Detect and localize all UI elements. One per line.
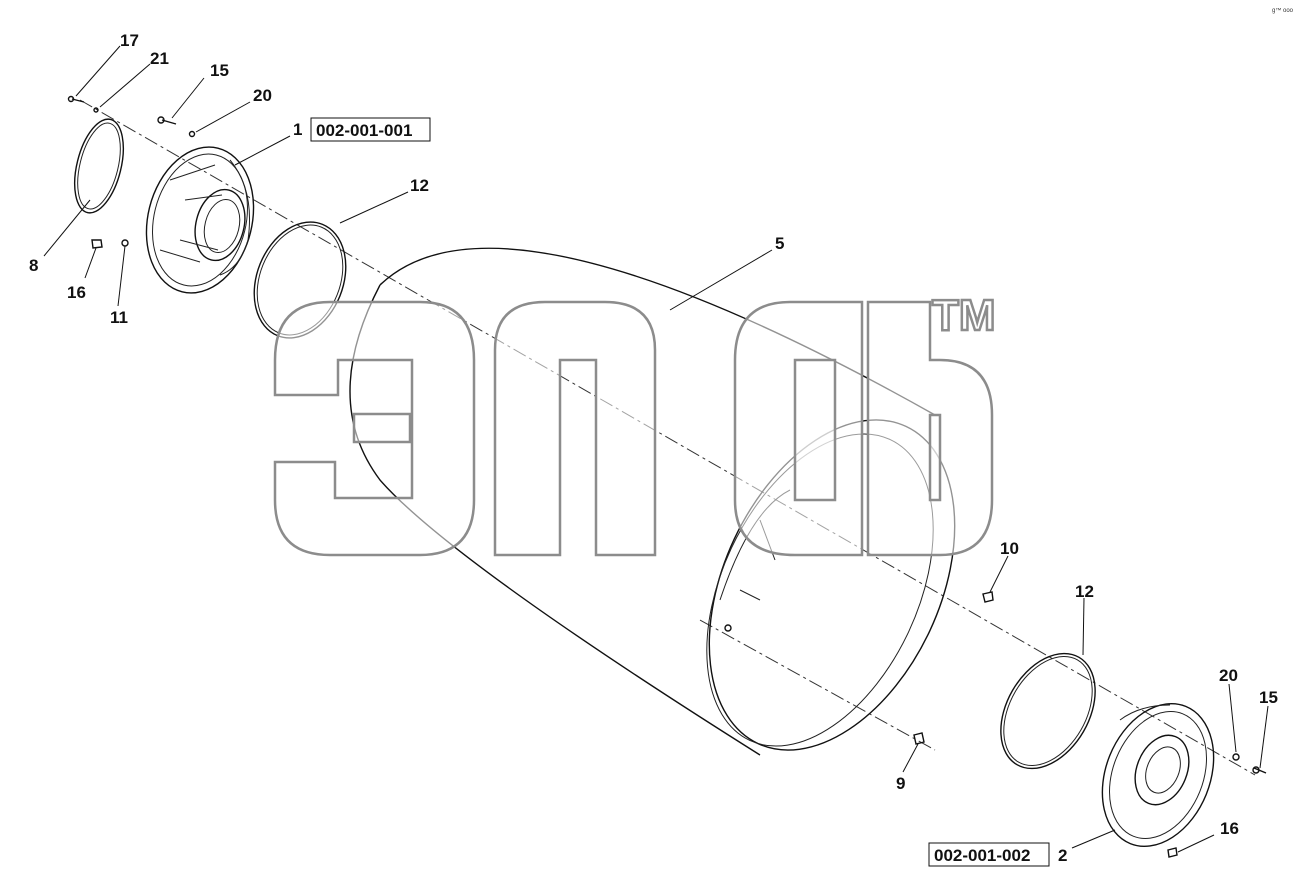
center-axis-line	[79, 99, 1256, 776]
callout-17: 17	[120, 31, 139, 50]
reference-box-lower: 002-001-002	[928, 842, 1050, 867]
plug-10	[982, 591, 994, 603]
callout-21: 21	[150, 49, 169, 68]
plug-16-lower	[1167, 847, 1178, 858]
bolt-17	[67, 95, 85, 103]
leader-lines	[43, 45, 1269, 853]
washer-20-upper	[188, 130, 196, 138]
callout-12-lower: 12	[1075, 582, 1094, 601]
watermark-logo: TM	[273, 290, 997, 557]
o-ring-12-lower-inner	[1003, 655, 1093, 767]
washer-20-lower	[1232, 753, 1240, 761]
callout-20-lower: 20	[1219, 666, 1238, 685]
corner-mark: g™ ooo	[1272, 7, 1294, 14]
reference-box-upper: 002-001-001	[310, 117, 431, 142]
seal-11	[121, 239, 129, 247]
hole-marker	[724, 624, 732, 632]
callout-2: 2	[1058, 846, 1067, 865]
callout-20-upper: 20	[253, 86, 272, 105]
callout-15-upper: 15	[210, 61, 229, 80]
callout-11: 11	[110, 308, 128, 327]
reference-text-lower: 002-001-002	[934, 846, 1030, 865]
callout-1: 1	[293, 120, 302, 139]
plug-16-upper	[91, 239, 103, 249]
callout-9: 9	[896, 774, 905, 793]
callout-15-lower: 15	[1259, 688, 1278, 707]
reference-text-upper: 002-001-001	[316, 121, 412, 140]
flange-hub-2	[1101, 702, 1215, 848]
trademark-label: TM	[932, 291, 996, 340]
callout-8: 8	[29, 256, 38, 275]
washer-21	[93, 107, 99, 113]
cover-plate-8	[73, 118, 125, 214]
flange-hub-1	[145, 146, 255, 294]
plug-9	[913, 732, 925, 745]
lower-axis-line	[699, 619, 936, 751]
callout-16-upper: 16	[67, 283, 86, 302]
callout-10: 10	[1000, 539, 1019, 558]
callout-16-lower: 16	[1220, 819, 1239, 838]
bolt-15-lower	[1252, 766, 1267, 774]
callout-12-upper: 12	[410, 176, 429, 195]
o-ring-12-lower	[1000, 652, 1096, 770]
callout-5: 5	[775, 234, 784, 253]
bolt-15-upper	[157, 116, 177, 125]
